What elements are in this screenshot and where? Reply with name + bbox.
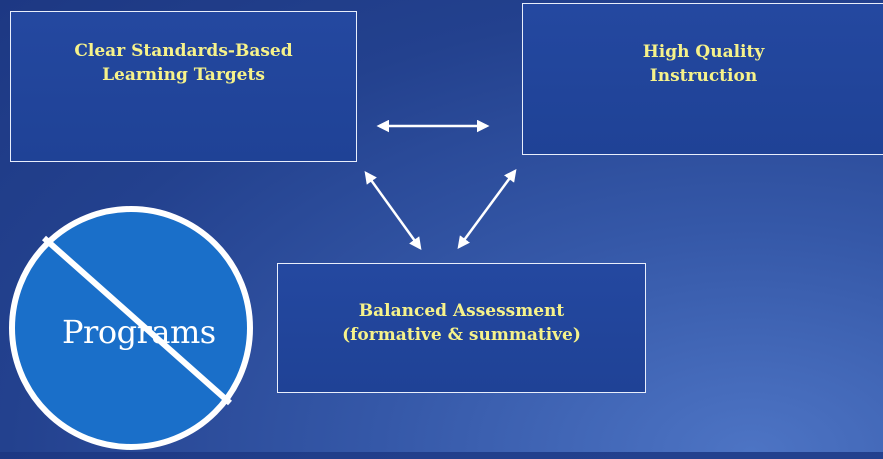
assessment-box: Balanced Assessment (formative & summati… bbox=[277, 263, 646, 393]
instruction-assessment-arrow bbox=[457, 168, 517, 250]
learning-targets-line1: Clear Standards-Based bbox=[74, 41, 293, 61]
instruction-box: High Quality Instruction bbox=[522, 3, 883, 155]
prohibited-programs-icon bbox=[9, 206, 253, 450]
programs-label: Programs bbox=[62, 313, 216, 351]
learning-targets-box: Clear Standards-Based Learning Targets bbox=[10, 11, 357, 162]
targets-assessment-arrow bbox=[364, 170, 422, 251]
assessment-line2: (formative & summative) bbox=[342, 325, 581, 345]
instruction-line2: Instruction bbox=[649, 66, 758, 86]
learning-targets-line2: Learning Targets bbox=[102, 65, 265, 85]
assessment-line1: Balanced Assessment bbox=[358, 301, 565, 321]
instruction-line1: High Quality bbox=[642, 42, 765, 62]
